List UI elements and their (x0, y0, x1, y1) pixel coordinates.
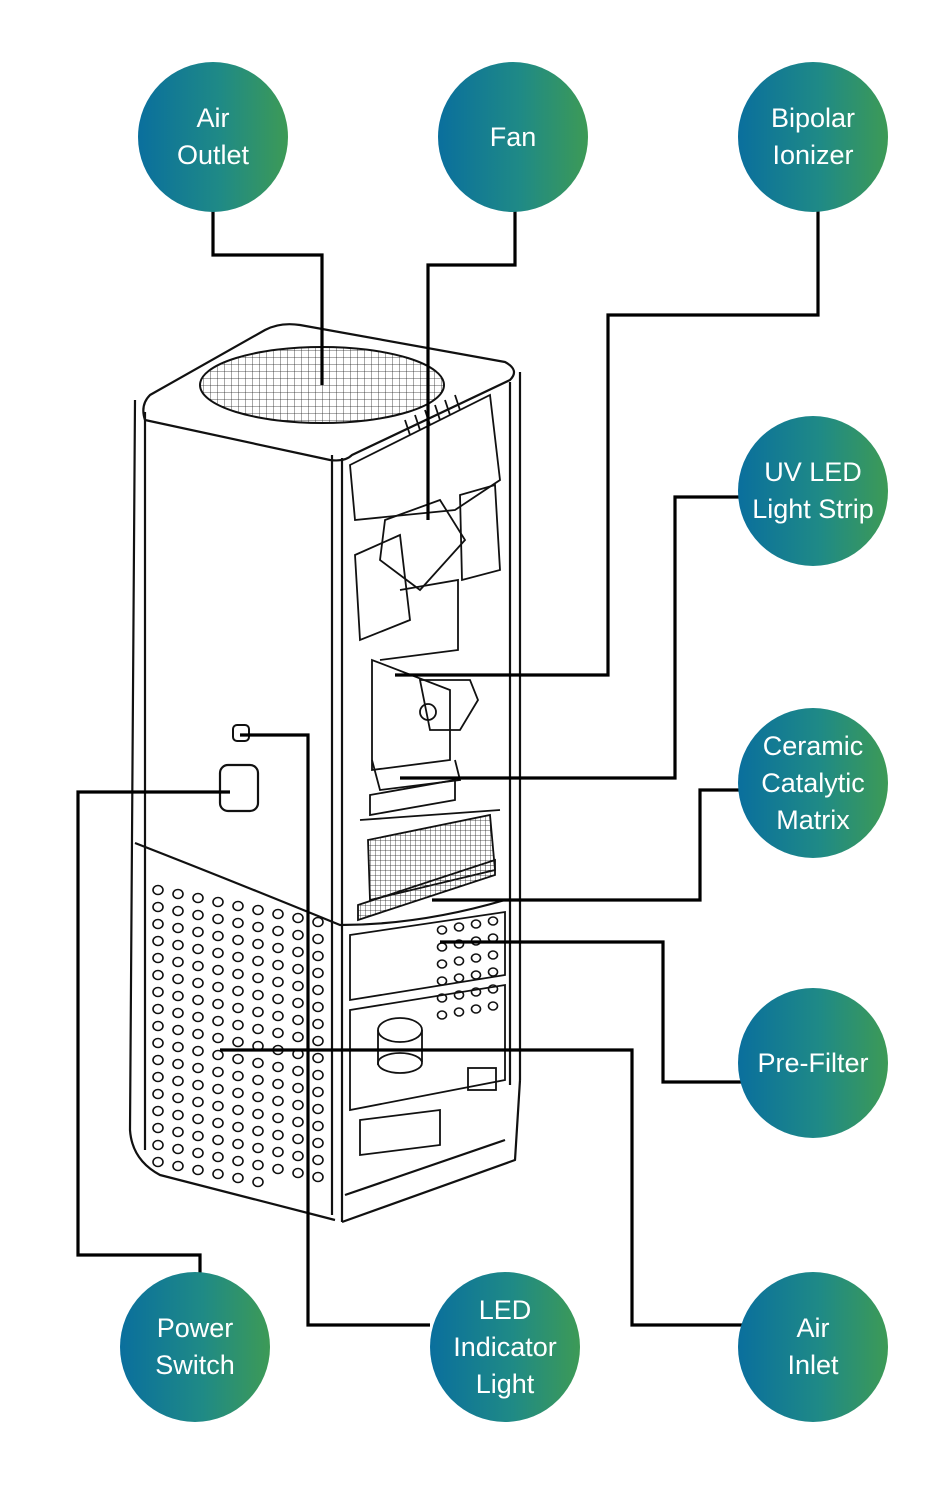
label-fan: Fan (438, 62, 588, 212)
led-indicator (232, 724, 250, 742)
label-air-inlet-text: Air Inlet (787, 1313, 839, 1380)
internal-components (349, 393, 506, 1157)
label-bipolar-ionizer: Bipolar Ionizer (738, 62, 888, 212)
label-ceramic-matrix: Ceramic Catalytic Matrix (738, 708, 888, 858)
line-bipolar-ionizer (395, 210, 820, 677)
label-ceramic-matrix-text: Ceramic Catalytic Matrix (761, 730, 865, 835)
line-air-inlet (220, 1048, 745, 1327)
power-button (218, 763, 260, 813)
purifier-body (128, 323, 522, 1224)
label-air-outlet: Air Outlet (138, 62, 288, 212)
leader-lines (76, 210, 820, 1327)
label-air-inlet: Air Inlet (738, 1272, 888, 1422)
line-uv-led (400, 495, 745, 780)
label-uv-led-text: UV LED Light Strip (752, 457, 874, 524)
label-bipolar-ionizer-text: Bipolar Ionizer (770, 103, 856, 170)
label-fan-text: Fan (489, 121, 537, 152)
label-pre-filter-text: Pre-Filter (757, 1047, 869, 1078)
line-ceramic-matrix (432, 788, 745, 902)
label-led-indicator: LED Indicator Light (430, 1272, 580, 1422)
label-power-switch: Power Switch (120, 1272, 270, 1422)
inlet-perforations (152, 884, 499, 1188)
line-led-indicator (240, 733, 430, 1327)
line-fan (426, 210, 517, 520)
line-pre-filter (440, 940, 745, 1084)
label-uv-led: UV LED Light Strip (738, 416, 888, 566)
line-air-outlet (211, 210, 324, 385)
label-pre-filter: Pre-Filter (738, 988, 888, 1138)
line-power-switch (76, 790, 230, 1275)
label-air-outlet-text: Air Outlet (176, 103, 250, 170)
label-power-switch-text: Power Switch (155, 1313, 235, 1380)
label-led-indicator-text: LED Indicator Light (453, 1294, 557, 1399)
